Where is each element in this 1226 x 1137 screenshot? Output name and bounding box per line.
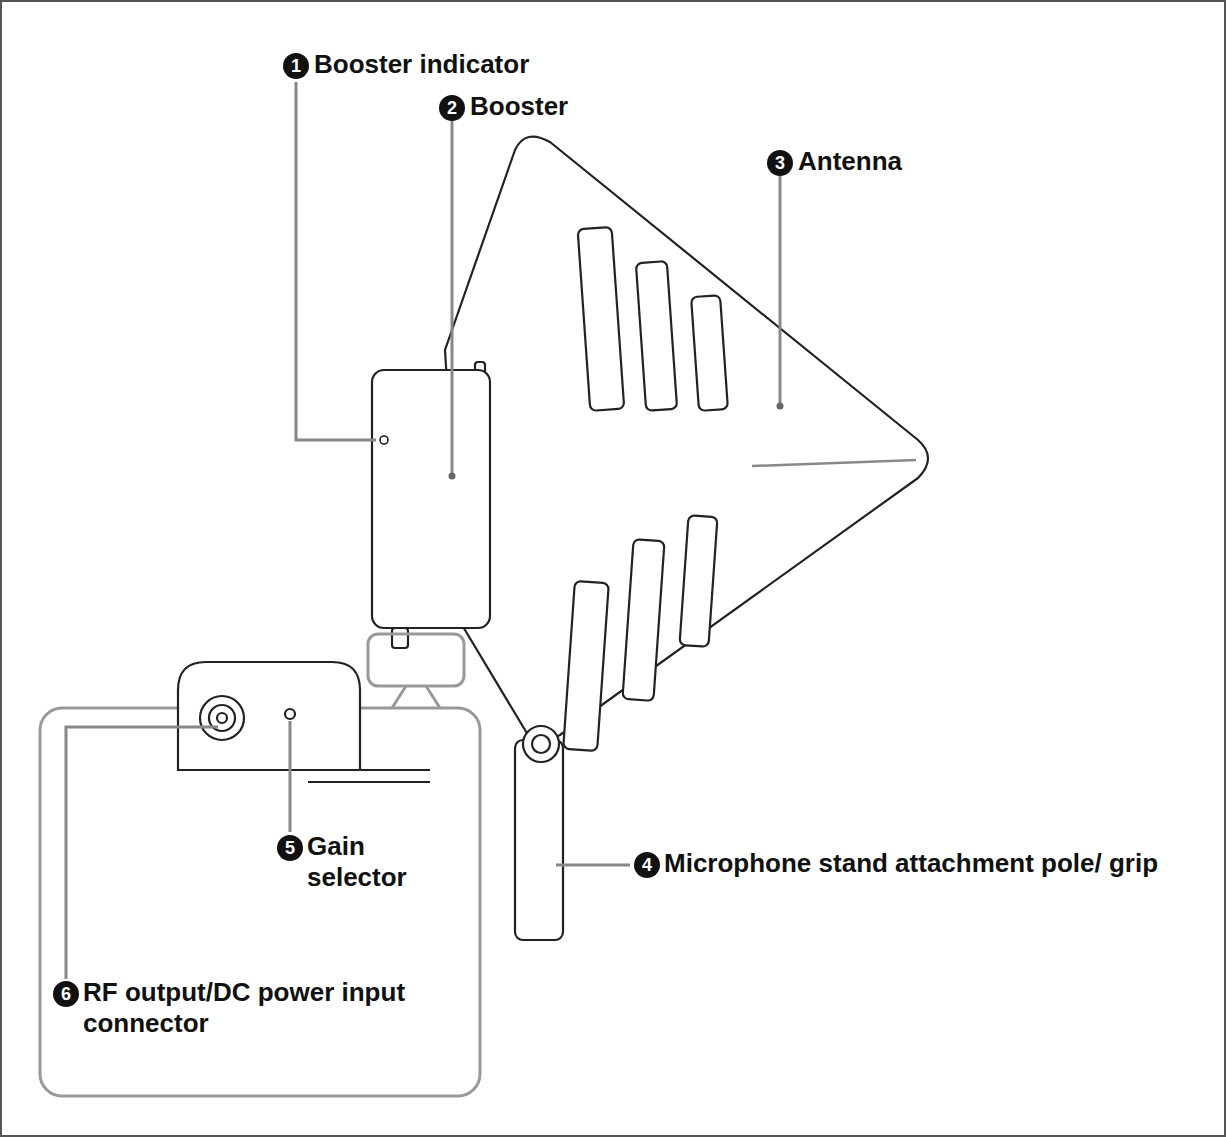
part-name: Booster [470,91,770,122]
part-name: Microphone stand attachment pole/ grip [664,848,1204,879]
callout-number: 1 [283,53,309,79]
callout-number: 6 [53,981,79,1007]
callout-number: 2 [439,95,465,121]
indicator-led [380,436,388,444]
callout-number: 3 [767,150,793,176]
antenna-body [445,137,928,740]
pole [515,740,563,940]
booster-box [372,370,490,628]
part-name: Gain selector [307,831,437,893]
callout-number: 5 [277,835,303,861]
part-name: Booster indicator [314,49,674,80]
part-name: RF output/DC power input connector [83,977,443,1039]
connector-housing [178,662,360,770]
callout-number: 4 [634,852,660,878]
part-name: Antenna [798,146,1098,177]
